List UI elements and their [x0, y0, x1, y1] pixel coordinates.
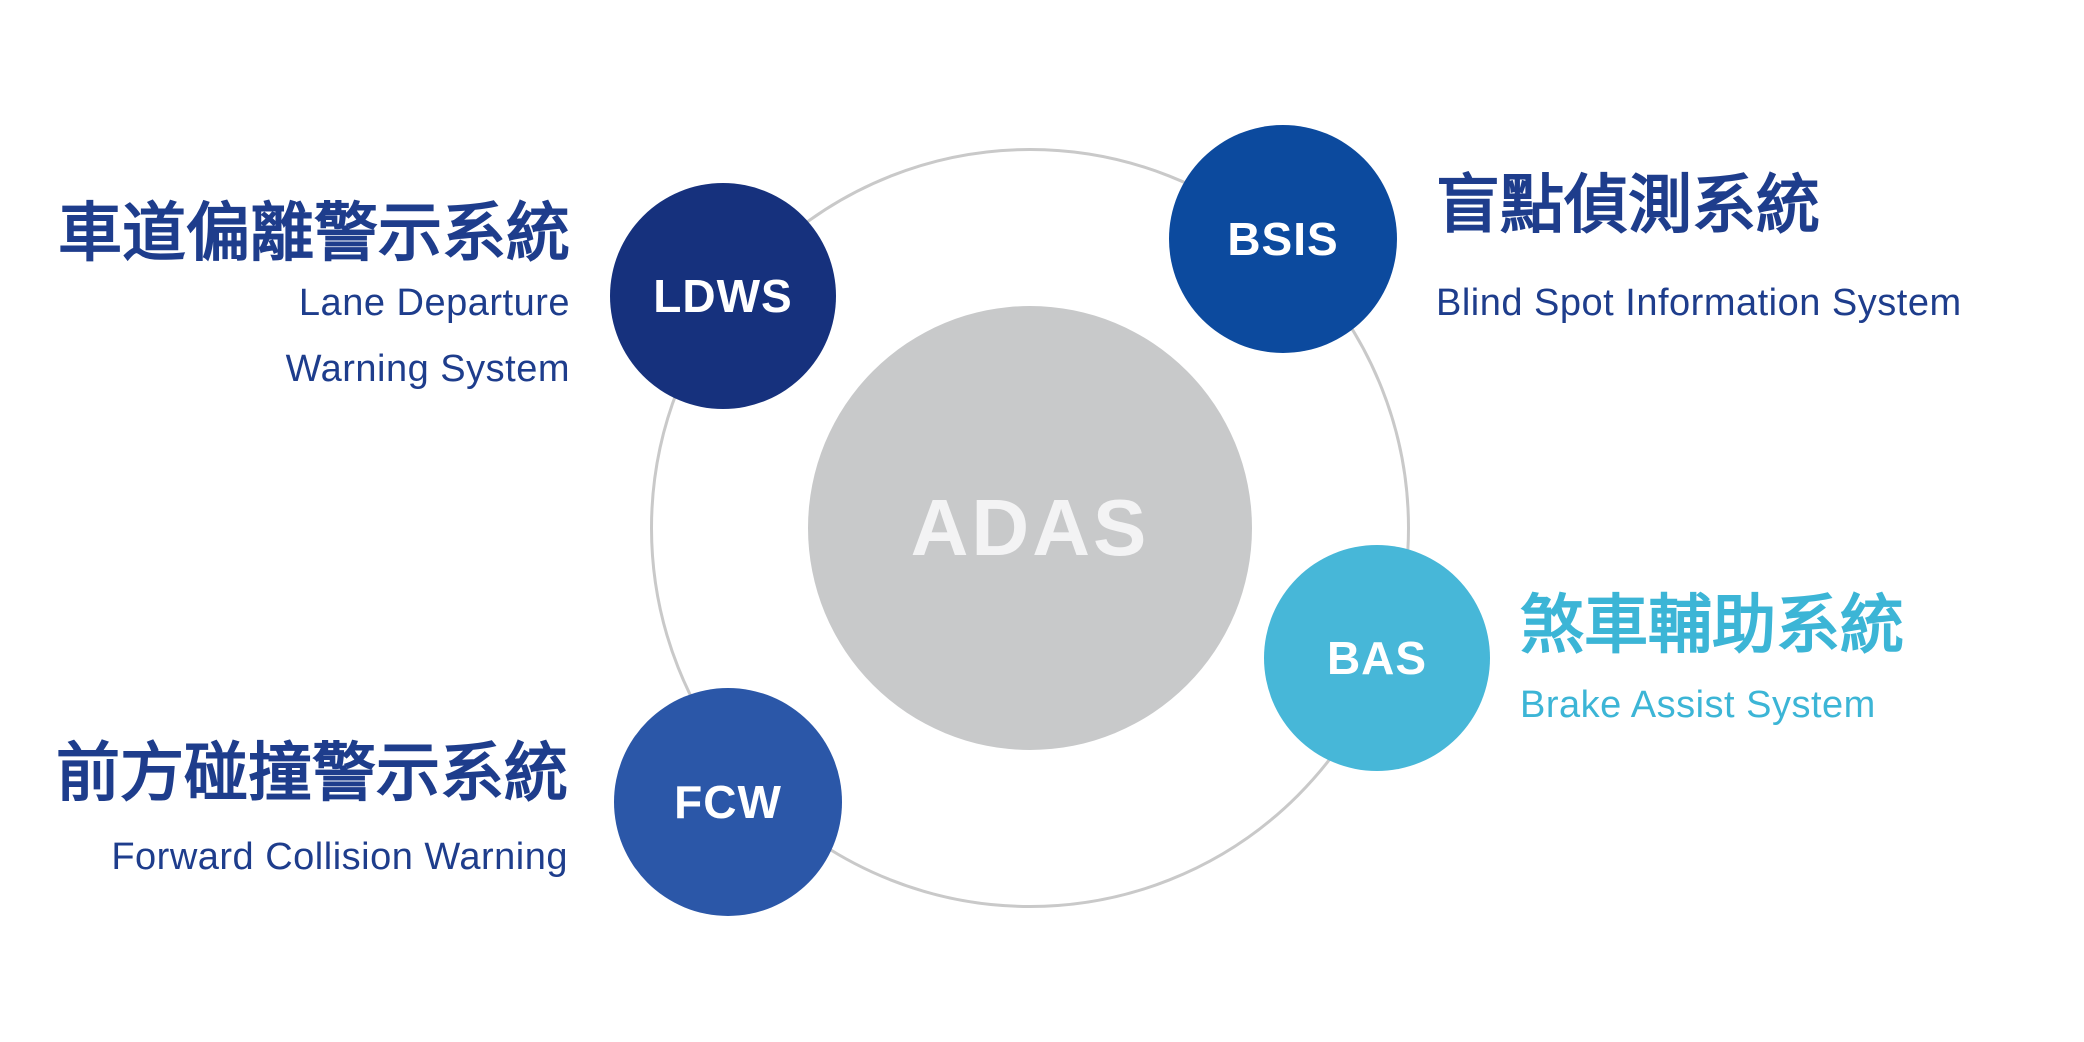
label-block-bsis: 盲點偵測系統 Blind Spot Information System [1436, 168, 2076, 336]
ldws-subtitle-line2: Warning System [285, 348, 570, 390]
label-block-bas: 煞車輔助系統 Brake Assist System [1520, 588, 2080, 738]
bsis-title-zh: 盲點偵測系統 [1436, 169, 1820, 241]
ldws-subtitle-line1: Lane Departure [298, 282, 570, 324]
fcw-title-zh: 前方碰撞警示系統 [56, 737, 568, 809]
label-block-ldws: 車道偏離警示系統 Lane Departure Warning System [40, 196, 570, 402]
fcw-subtitle: Forward Collision Warning [111, 836, 568, 878]
orbit-ring [650, 148, 1410, 908]
node-abbr-fcw: FCW [674, 776, 782, 828]
bas-subtitle: Brake Assist System [1520, 684, 1876, 726]
node-circle-bsis: BSIS [1169, 125, 1397, 353]
center-label-adas: ADAS [910, 483, 1150, 572]
node-abbr-ldws: LDWS [653, 270, 793, 322]
center-circle: ADAS [808, 306, 1252, 750]
label-block-fcw: 前方碰撞警示系統 Forward Collision Warning [40, 736, 568, 890]
bsis-subtitle: Blind Spot Information System [1436, 282, 1962, 324]
node-circle-ldws: LDWS [610, 183, 836, 409]
ldws-title-zh: 車道偏離警示系統 [58, 197, 570, 269]
node-circle-fcw: FCW [614, 688, 842, 916]
node-abbr-bas: BAS [1326, 632, 1428, 684]
node-circle-bas: BAS [1264, 545, 1490, 771]
bas-title-zh: 煞車輔助系統 [1520, 589, 1904, 661]
node-abbr-bsis: BSIS [1227, 213, 1339, 265]
